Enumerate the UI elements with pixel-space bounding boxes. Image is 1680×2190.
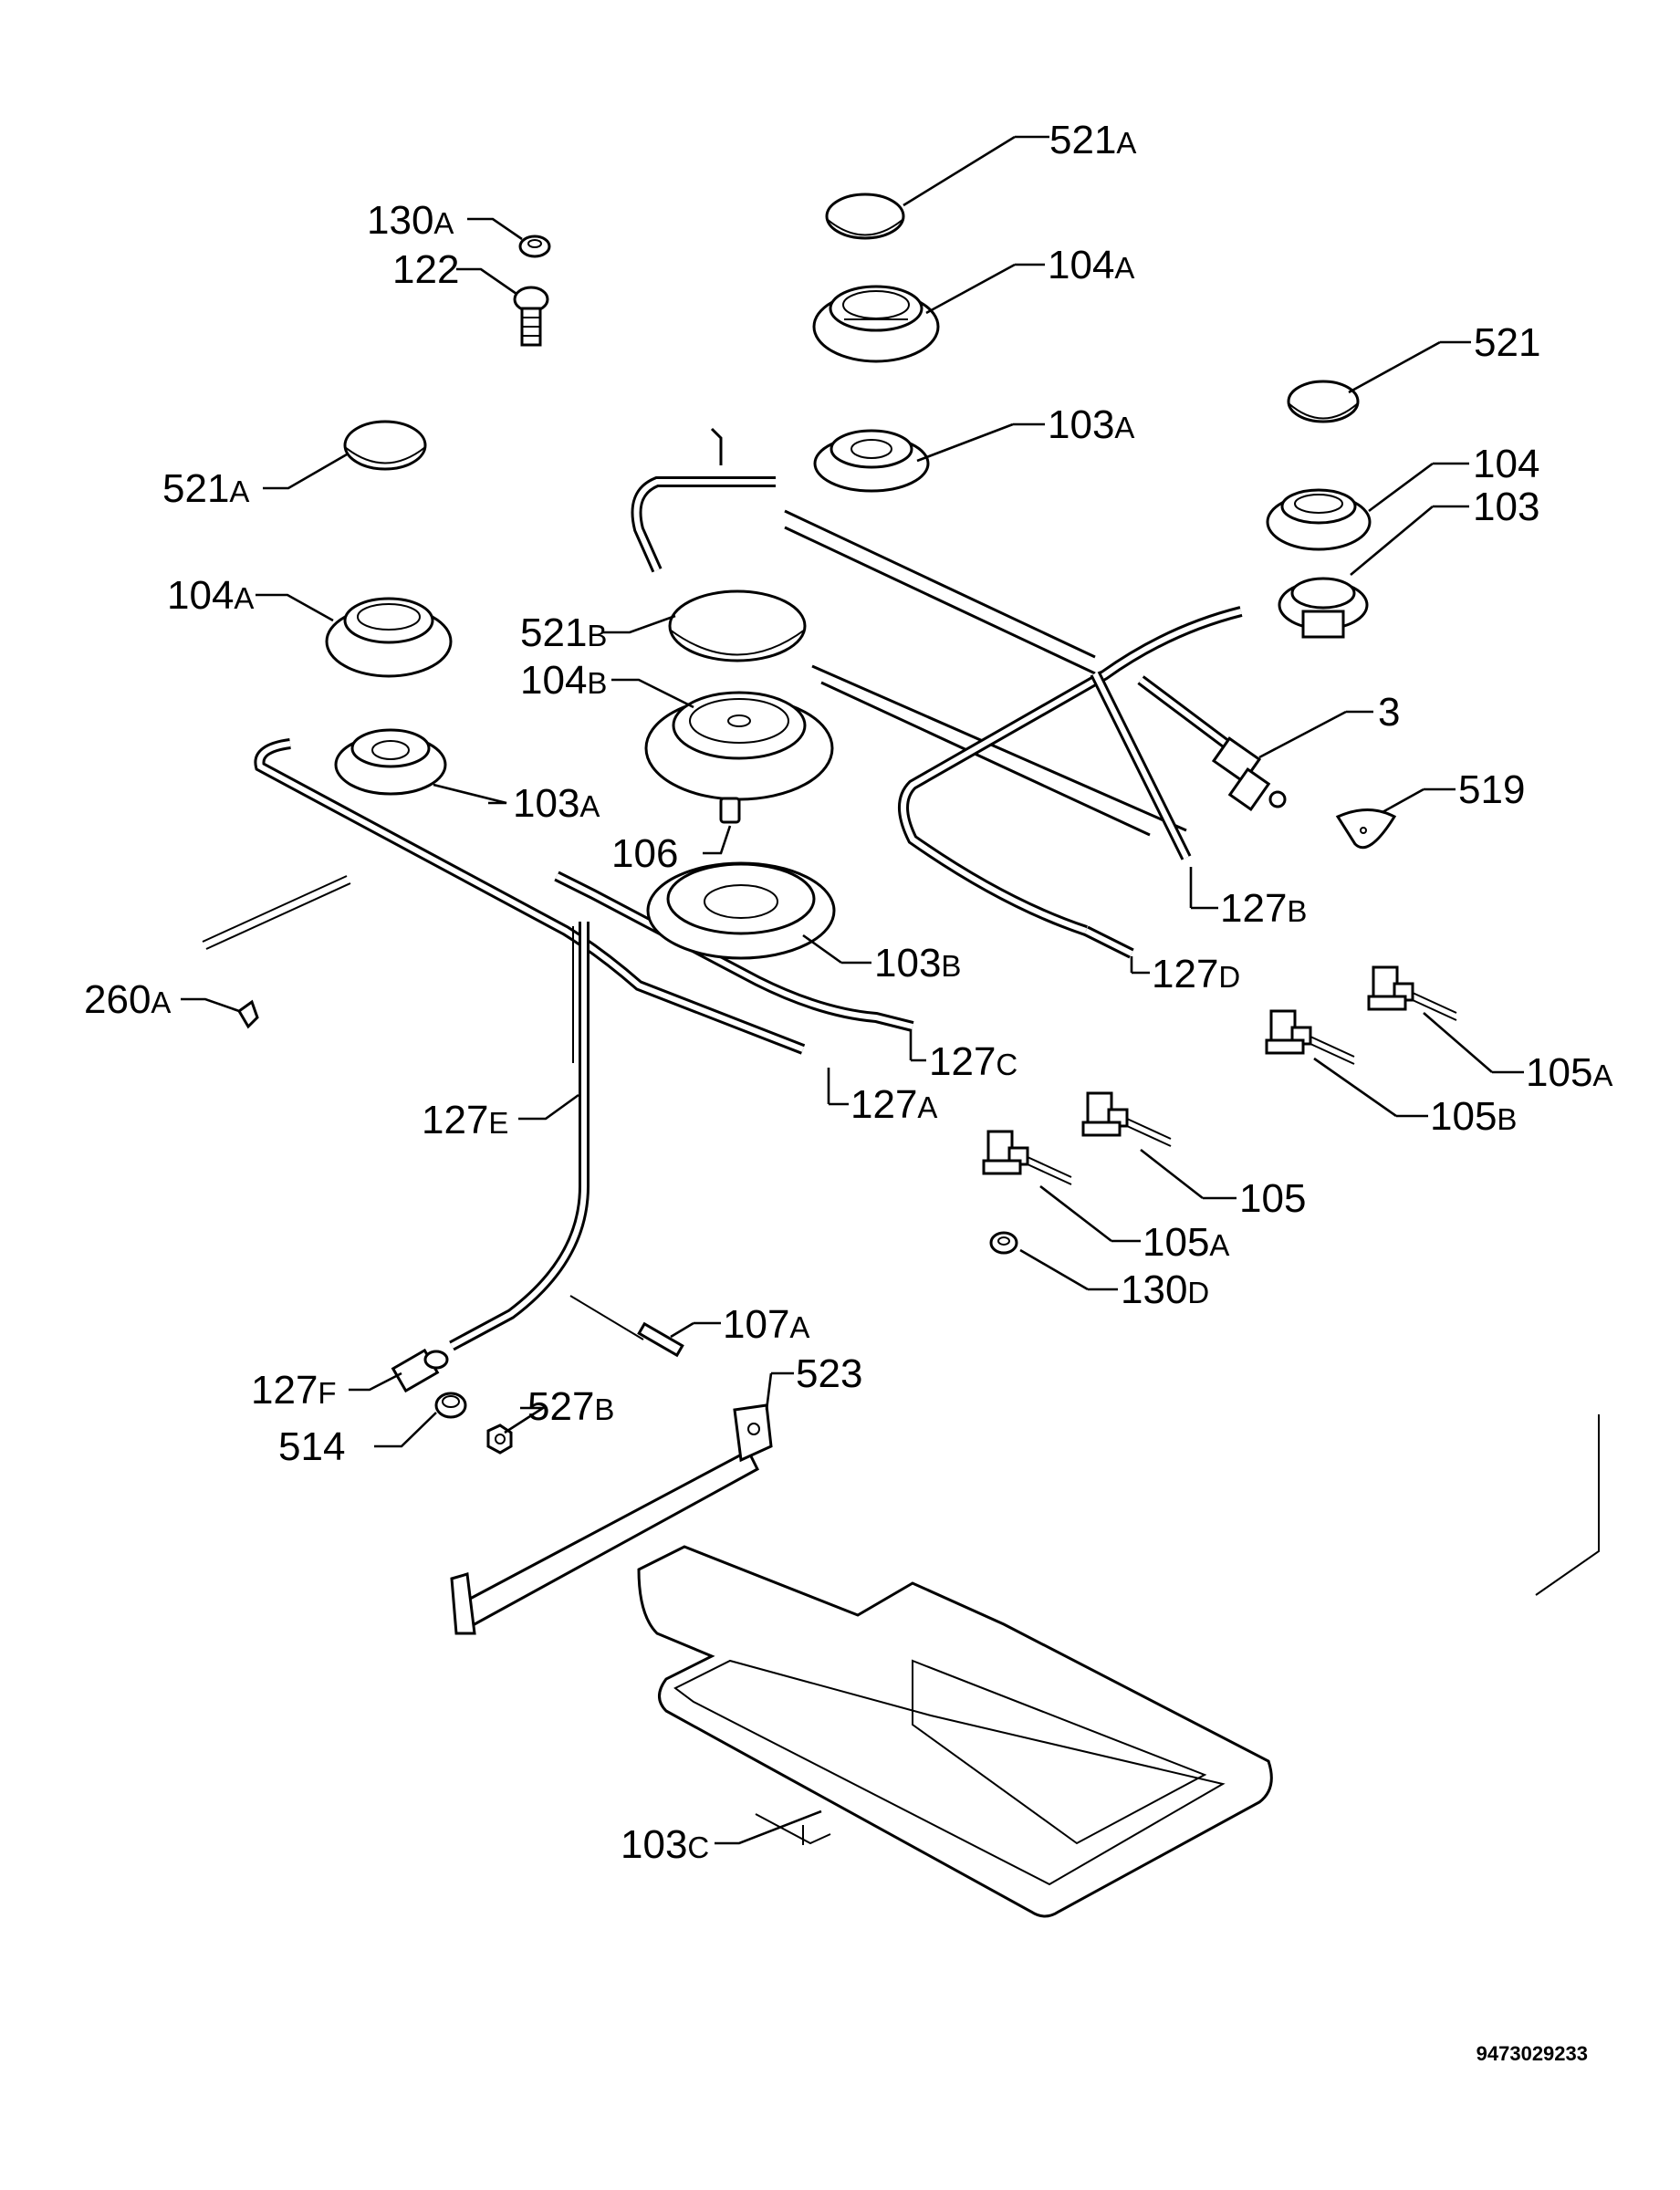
label-127D: 127D: [1152, 952, 1240, 996]
label-103A-left: 103A: [513, 781, 600, 826]
gas-valve-105B: [1265, 1009, 1355, 1065]
label-523: 523: [796, 1351, 862, 1396]
gas-pipes: [254, 427, 1243, 1351]
label-521: 521: [1474, 320, 1540, 365]
label-105A-low: 105A: [1143, 1220, 1229, 1265]
label-103B: 103B: [874, 941, 961, 986]
label-130D: 130D: [1121, 1267, 1209, 1312]
gas-valve-105: [1081, 1091, 1172, 1147]
label-514: 514: [278, 1424, 345, 1469]
gas-valve-105A-low: [982, 1130, 1072, 1185]
burner-base-103B: [646, 861, 836, 960]
label-103: 103: [1473, 485, 1539, 529]
burner-head-104: [1266, 488, 1372, 551]
label-103C: 103C: [621, 1822, 709, 1867]
elbow-fitting-127F: [391, 1348, 449, 1393]
burner-head-104A-left: [325, 597, 453, 678]
label-127C: 127C: [929, 1039, 1017, 1084]
nut-130D: [989, 1231, 1018, 1255]
document-number: 9473029233: [1477, 2042, 1588, 2065]
injector-106: [719, 797, 741, 824]
label-103A-top: 103A: [1048, 402, 1134, 447]
thermocouple-107A: [569, 1295, 684, 1358]
label-127B: 127B: [1220, 886, 1307, 931]
label-527B: 527B: [527, 1384, 614, 1429]
label-107A: 107A: [723, 1302, 809, 1347]
burner-base-103: [1278, 577, 1369, 639]
label-105: 105: [1239, 1176, 1306, 1221]
label-104: 104: [1473, 442, 1539, 486]
label-104A-top: 104A: [1048, 243, 1134, 287]
label-521B: 521B: [520, 610, 607, 655]
safety-valve-3: [1137, 675, 1287, 812]
arrow-down-icon: [755, 1813, 831, 1845]
label-519: 519: [1458, 767, 1525, 812]
burner-head-104A-top: [812, 285, 940, 363]
label-127E: 127E: [422, 1098, 508, 1142]
rod-260A: [202, 875, 351, 1029]
label-122: 122: [392, 247, 459, 292]
callout-labels: 521A 130A 122 104A 521 521A 103A 104 103…: [84, 118, 1612, 1867]
label-104B: 104B: [520, 658, 607, 703]
burner-cap-521A-left: [343, 420, 427, 471]
fitting-122: [513, 286, 549, 347]
burner-cap-521B: [668, 589, 807, 662]
label-127F: 127F: [251, 1368, 337, 1413]
burner-cap-521A-top: [825, 193, 905, 240]
gas-valve-105A-right: [1367, 965, 1457, 1021]
burner-base-103A-left: [334, 728, 447, 796]
burner-cap-521: [1287, 380, 1360, 423]
label-130A: 130A: [367, 198, 454, 243]
label-260A: 260A: [84, 977, 171, 1022]
nut-130A: [518, 235, 551, 258]
label-521A-top: 521A: [1049, 118, 1136, 162]
knob-519: [1335, 808, 1397, 850]
cover-plate-103C: [637, 1545, 1273, 1918]
label-3: 3: [1378, 690, 1400, 735]
burner-base-103A-top: [813, 429, 930, 493]
label-105A-right: 105A: [1526, 1050, 1612, 1095]
burner-head-104B: [644, 691, 834, 801]
label-104A-left: 104A: [167, 573, 254, 618]
leader-lines: [181, 135, 1524, 1845]
bracket-523: [450, 1403, 773, 1635]
label-105B: 105B: [1430, 1094, 1517, 1139]
label-106: 106: [611, 831, 678, 876]
label-521A-left: 521A: [162, 466, 249, 511]
label-127A: 127A: [850, 1082, 937, 1127]
frame-edge: [1535, 1414, 1600, 1596]
plug-514: [434, 1392, 467, 1419]
